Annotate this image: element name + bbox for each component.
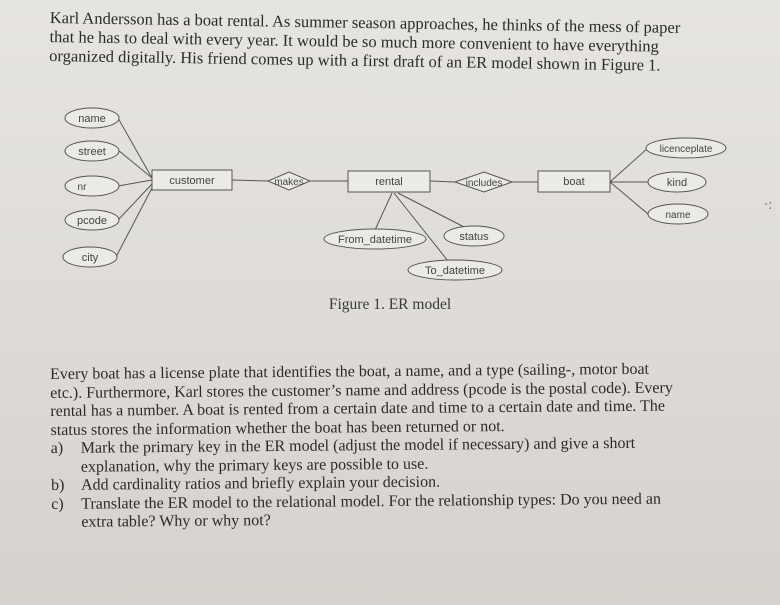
attr-status: status [443,225,505,247]
attr-pcode: pcode [64,209,120,231]
question-line: extra table? Why or why not? [81,512,271,531]
figure-caption: Figure 1. ER model [328,296,452,313]
svg-text:To_datetime: To_datetime [425,265,485,277]
question-a: a) Mark the primary key in the ER model … [51,434,763,477]
question-label: a) [50,439,64,457]
attr-kind: kind [647,171,707,193]
svg-text:name: name [665,210,690,221]
svg-text:status: status [459,231,489,243]
svg-text:street: street [78,146,106,158]
svg-text:pcode: pcode [77,215,107,227]
svg-text:nr: nr [78,182,88,193]
attr-name: name [64,107,120,129]
entity-customer: customer [151,169,233,191]
svg-text:customer: customer [169,175,215,187]
question-label: c) [51,495,64,513]
attr-city: city [62,246,118,268]
er-diagram: name street nr pcode city customer makes [62,107,727,281]
attr-street: street [64,140,120,162]
attr-licenceplate: licenceplate [645,137,727,159]
page-mark: ·: [764,198,773,213]
question-label: b) [50,476,65,494]
attr-to-datetime: To_datetime [407,259,503,281]
svg-text:licenceplate: licenceplate [660,144,713,155]
svg-text:city: city [82,252,99,264]
svg-text:includes: includes [466,178,503,189]
svg-text:From_datetime: From_datetime [338,234,412,246]
body-paragraph: Every boat has a license plate that iden… [50,360,763,533]
question-c: c) Translate the ER model to the relatio… [51,489,763,532]
attr-nr: nr [64,175,120,197]
entity-rental: rental [347,170,431,193]
svg-text:kind: kind [667,177,687,189]
svg-text:boat: boat [563,176,584,188]
attr-boat-name: name [647,203,709,225]
svg-text:name: name [78,113,106,125]
relationship-makes: makes [266,171,312,191]
svg-text:rental: rental [375,176,403,188]
entity-boat: boat [537,170,611,193]
relationship-includes: includes [453,171,514,193]
attr-from-datetime: From_datetime [323,228,427,250]
svg-text:makes: makes [274,177,303,188]
connector-lines [115,117,650,262]
